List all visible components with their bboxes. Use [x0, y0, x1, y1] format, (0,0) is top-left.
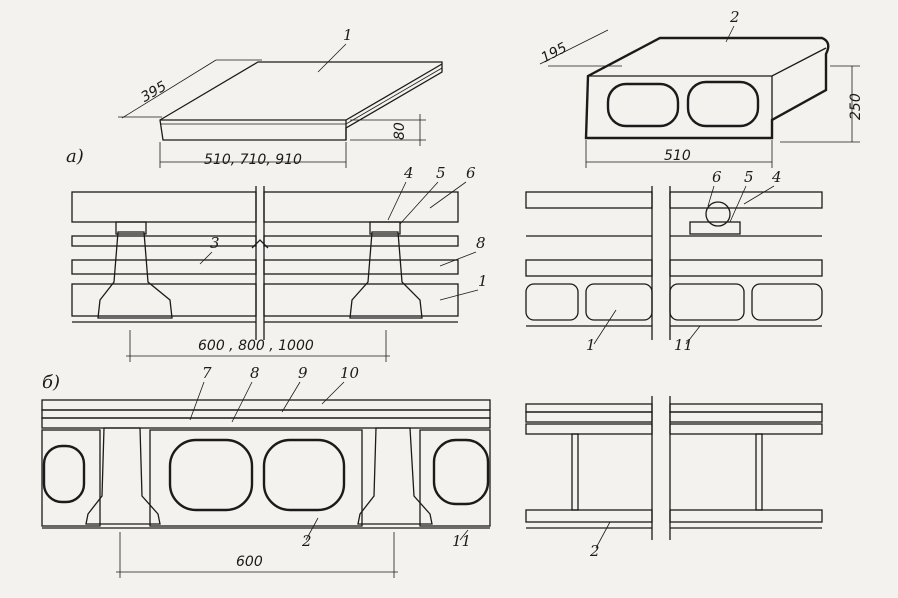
- slab-1-label: 1: [343, 26, 353, 44]
- spacing-b-dim: 600: [236, 554, 263, 570]
- label-b-7: 7: [202, 364, 212, 382]
- block-height-dim: 250: [848, 93, 864, 120]
- block-length-dim: 195: [539, 40, 570, 67]
- section-a-left: 600 , 800 , 1000 4 5 6 3 8 1: [71, 164, 488, 362]
- label-b-9: 9: [298, 364, 308, 382]
- label-ar-6: 6: [712, 168, 722, 186]
- block-2-label: 2: [729, 8, 740, 26]
- label-ar-4: 4: [771, 168, 782, 186]
- section-a-right: 6 5 4 1 11: [525, 168, 823, 354]
- label-b-8: 8: [250, 364, 260, 382]
- label-b-11: 11: [452, 532, 471, 550]
- label-a-3: 3: [210, 234, 220, 252]
- slab-widths-dim: 510, 710, 910: [204, 152, 302, 168]
- section-b-label: б): [42, 372, 60, 393]
- label-ar-1: 1: [586, 336, 596, 354]
- section-a-label: а): [66, 146, 84, 167]
- label-a-4: 4: [403, 164, 414, 182]
- label-ar-5: 5: [744, 168, 754, 186]
- label-a-1: 1: [478, 272, 488, 290]
- slab-height-dim: 80: [392, 122, 408, 140]
- block-width-dim: 510: [664, 148, 691, 164]
- label-b-10: 10: [340, 364, 360, 382]
- label-b-2: 2: [301, 532, 312, 550]
- label-a-8: 8: [476, 234, 486, 252]
- section-b-left: 600 7 8 9 10 2 11: [41, 364, 491, 578]
- slab-length-dim: 395: [138, 78, 169, 105]
- label-br-2: 2: [589, 542, 600, 560]
- label-a-5: 5: [436, 164, 446, 182]
- section-b-right: 2: [525, 396, 823, 560]
- slab-1-drawing: 395 510, 710, 910 80 1: [118, 26, 443, 168]
- block-2-drawing: 195 510 250 2: [539, 8, 864, 168]
- spacing-a-dim: 600 , 800 , 1000: [198, 338, 314, 354]
- label-a-6: 6: [466, 164, 476, 182]
